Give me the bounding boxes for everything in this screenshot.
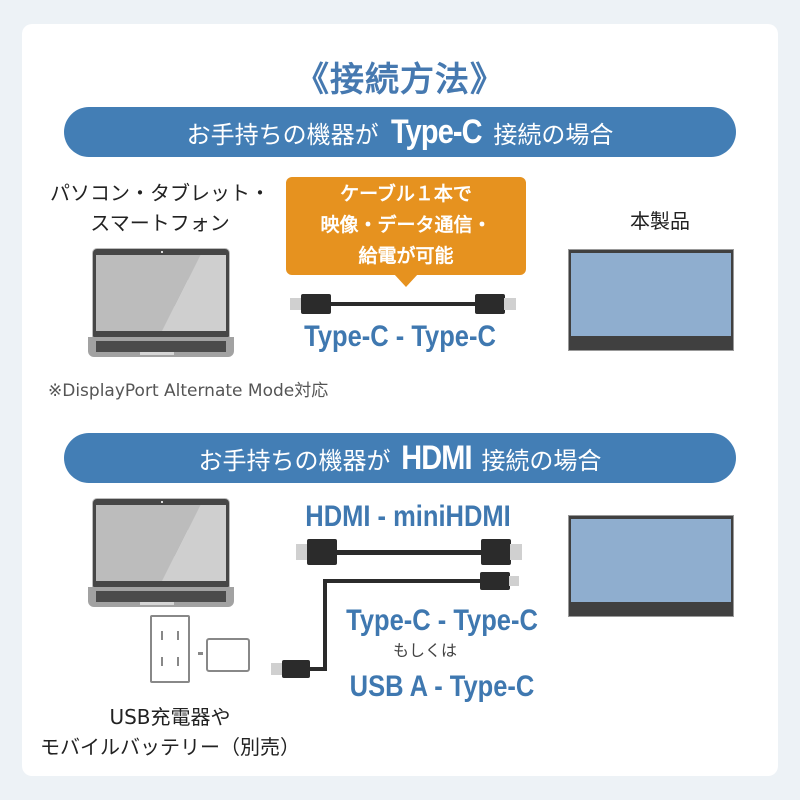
device-label-line2: スマートフォン xyxy=(90,211,230,235)
charger-label-line2: モバイルバッテリー（別売） xyxy=(40,735,300,759)
banner-highlight: Type-C xyxy=(390,112,483,151)
compatibility-note: ※DisplayPort Alternate Mode対応 xyxy=(48,381,329,401)
callout-line1: ケーブル１本で xyxy=(340,183,472,205)
power-outlet-icon xyxy=(150,615,190,683)
callout-line2: 映像・データ通信・ xyxy=(320,214,492,236)
typec-section-banner: お手持ちの機器が Type-C 接続の場合 xyxy=(64,107,736,157)
callout-tail xyxy=(394,274,418,287)
monitor-icon xyxy=(568,249,734,351)
hdmi-cable-icon xyxy=(296,537,522,567)
laptop-icon xyxy=(88,248,234,360)
banner-text-pre: お手持ちの機器が xyxy=(198,446,391,475)
monitor-icon xyxy=(568,515,734,617)
device-label-line1: パソコン・タブレット・ xyxy=(50,181,270,205)
device-label: パソコン・タブレット・ スマートフォン xyxy=(40,178,280,238)
laptop-icon xyxy=(88,498,234,610)
typec-cable-name: Type-C - Type-C xyxy=(304,320,496,353)
banner-text-post: 接続の場合 xyxy=(493,120,614,149)
charger-label-line1: USB充電器や xyxy=(109,705,231,729)
banner-text-pre: お手持ちの機器が xyxy=(186,120,379,149)
callout-line3: 給電が可能 xyxy=(358,245,454,267)
feature-callout: ケーブル１本で 映像・データ通信・ 給電が可能 xyxy=(286,177,526,275)
power-cable-name-2: USB A - Type-C xyxy=(349,670,535,703)
banner-highlight: HDMI xyxy=(400,438,472,477)
or-label: もしくは xyxy=(393,641,458,660)
charger-label: USB充電器や モバイルバッテリー（別売） xyxy=(40,702,300,762)
typec-cable-icon xyxy=(290,292,516,316)
hdmi-section-banner: お手持ちの機器が HDMI 接続の場合 xyxy=(64,433,736,483)
usb-charger-icon xyxy=(206,638,250,672)
product-label: 本製品 xyxy=(630,209,690,233)
charger-prong xyxy=(198,652,203,655)
banner-text-post: 接続の場合 xyxy=(481,446,602,475)
page-title: 《接続方法》 xyxy=(295,60,505,100)
power-cable-icon xyxy=(268,572,528,682)
hdmi-cable-name: HDMI - miniHDMI xyxy=(305,500,511,533)
power-cable-name-1: Type-C - Type-C xyxy=(346,604,538,637)
